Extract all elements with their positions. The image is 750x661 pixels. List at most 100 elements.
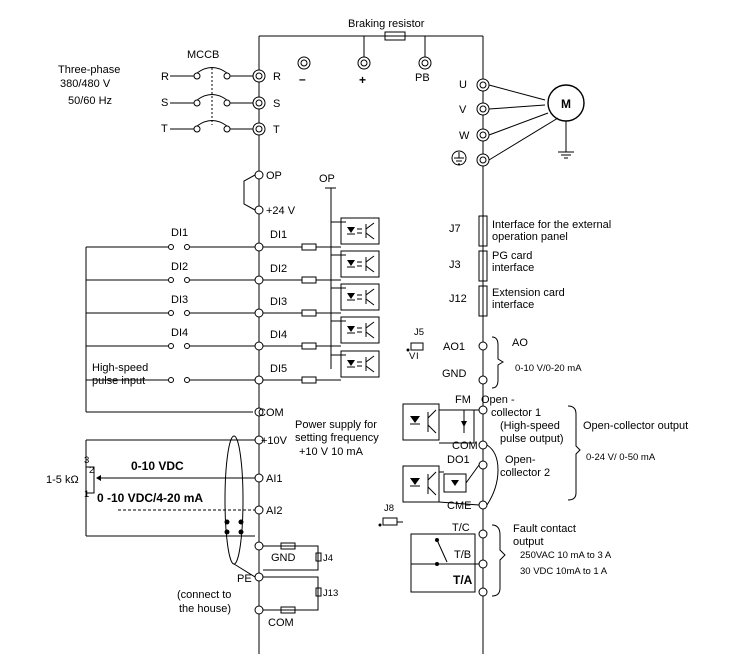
oc1-label-1: Open - — [481, 394, 515, 406]
j7-label: J7 — [449, 223, 461, 235]
j4-label: J4 — [323, 553, 333, 564]
j3-desc-2: interface — [492, 262, 534, 274]
voltage-label: 380/480 V — [60, 78, 111, 90]
j8-jumper-icon — [382, 517, 398, 526]
motor-label: M — [561, 97, 571, 111]
oc2-label-2: collector 2 — [500, 467, 550, 479]
three-phase-label: Three-phase — [58, 64, 120, 76]
j3-desc-1: PG card — [492, 250, 532, 262]
do1-label: DO1 — [447, 454, 470, 466]
oc-range-label: 0-24 V/ 0-50 mA — [586, 452, 656, 463]
di2-left-label: DI2 — [171, 261, 188, 273]
house-label-2: the house) — [179, 603, 231, 615]
fault-relay: T/C T/B T/A Fault contact output 250VAC … — [410, 522, 612, 597]
motor-output: U V W M — [451, 78, 585, 167]
op-label: OP — [266, 170, 282, 182]
pin1-label: 1 — [84, 489, 89, 500]
psu-label-3: +10 V 10 mA — [299, 446, 364, 458]
fault-label-2: output — [513, 536, 544, 548]
psu-label-1: Power supply for — [295, 419, 377, 431]
shield-ellipse — [224, 435, 244, 565]
ai1-label: AI1 — [266, 473, 283, 485]
p10v-label: +10V — [261, 435, 288, 447]
op-top-label: OP — [319, 173, 335, 185]
output-v-label: V — [459, 104, 467, 116]
mccb-label: MCCB — [187, 49, 219, 61]
potentiometer-label: 1-5 kΩ — [46, 474, 79, 486]
output-u-label: U — [459, 79, 467, 91]
digital-inputs: DI1 DI2 DI3 DI4 High-speed pulse input D… — [85, 217, 380, 419]
j12-desc-1: Extension card — [492, 287, 565, 299]
input-r-label: R — [161, 71, 169, 83]
com-bottom-label: COM — [268, 617, 294, 629]
pin2-label: 2 — [89, 465, 94, 476]
di5-label: DI5 — [270, 363, 287, 375]
braking-resistor-label: Braking resistor — [348, 18, 425, 30]
j7-desc-2: operation panel — [492, 231, 568, 243]
ground-icon — [451, 150, 467, 166]
oc2-label-1: Open- — [505, 454, 536, 466]
power-input: MCCB Three-phase 380/480 V 50/60 Hz R S … — [58, 49, 281, 136]
j12-desc-2: interface — [492, 299, 534, 311]
pb-label: PB — [415, 72, 430, 84]
house-label-1: (connect to — [177, 589, 231, 601]
di1-label: DI1 — [270, 229, 287, 241]
di4-label: DI4 — [270, 329, 287, 341]
j3-label: J3 — [449, 259, 461, 271]
terminal-s-label: S — [273, 98, 280, 110]
ao-range-label: 0-10 V/0-20 mA — [515, 363, 582, 374]
oc1-label-2: collector 1 — [491, 407, 541, 419]
braking-resistor: Braking resistor — [348, 18, 426, 60]
vdc-label: 0-10 VDC — [131, 459, 184, 473]
hs-out-label-1: (High-speed — [500, 420, 560, 432]
dc-minus-label: – — [299, 72, 306, 86]
input-s-label: S — [161, 97, 168, 109]
pin3-label: 3 — [84, 455, 89, 466]
open-collector-outputs: FM Open - collector 1 (High-speed pulse … — [378, 394, 688, 527]
optocoupler-bank — [331, 217, 380, 378]
ao-label: AO — [512, 337, 528, 349]
fault-label-1: Fault contact — [513, 523, 576, 535]
interface-connectors: J7 Interface for the external operation … — [449, 215, 611, 317]
fm-label: FM — [455, 394, 471, 406]
di2-label: DI2 — [270, 263, 287, 275]
frequency-label: 50/60 Hz — [68, 95, 112, 107]
j5-i-label: I — [416, 351, 419, 362]
potentiometer-icon — [85, 466, 95, 494]
ao1-label: AO1 — [443, 341, 465, 353]
ao-gnd-label: GND — [442, 368, 467, 380]
oc-output-label: Open-collector output — [583, 420, 688, 432]
vdc-ma-label: 0 -10 VDC/4-20 mA — [97, 491, 203, 505]
p24v-label: +24 V — [266, 205, 296, 217]
terminal-t-label: T — [273, 124, 280, 136]
input-t-label: T — [161, 123, 168, 135]
terminal-r-label: R — [273, 71, 281, 83]
j5-label: J5 — [414, 327, 424, 338]
j7-desc-1: Interface for the external — [492, 219, 611, 231]
cme-label: CME — [447, 500, 471, 512]
psu-label-2: setting frequency — [295, 432, 379, 444]
pe-label: PE — [237, 573, 252, 585]
j8-label: J8 — [384, 503, 394, 514]
analog-inputs: +10V Power supply for setting frequency … — [46, 419, 379, 629]
di4-left-label: DI4 — [171, 327, 188, 339]
tc-label: T/C — [452, 522, 470, 534]
ta-label: T/A — [453, 573, 473, 587]
com-label: COM — [258, 407, 284, 419]
fault-label-4: 30 VDC 10mA to 1 A — [520, 566, 608, 577]
j12-label: J12 — [449, 293, 467, 305]
di3-left-label: DI3 — [171, 294, 188, 306]
j13-label: J13 — [323, 588, 338, 599]
hs-pulse-label-1: High-speed — [92, 362, 148, 374]
hs-pulse-label-2: pulse input — [92, 375, 145, 387]
ai2-label: AI2 — [266, 505, 283, 517]
fault-label-3: 250VAC 10 mA to 3 A — [520, 550, 612, 561]
j5-jumper-icon — [410, 342, 424, 351]
output-w-label: W — [459, 130, 470, 142]
dc-bus-terminals: – + PB — [297, 56, 432, 87]
j5-v-label: V — [409, 351, 416, 362]
hs-out-label-2: pulse output) — [500, 433, 564, 445]
tb-label: T/B — [454, 549, 471, 561]
op-jumper: OP +24 V OP — [243, 170, 336, 369]
